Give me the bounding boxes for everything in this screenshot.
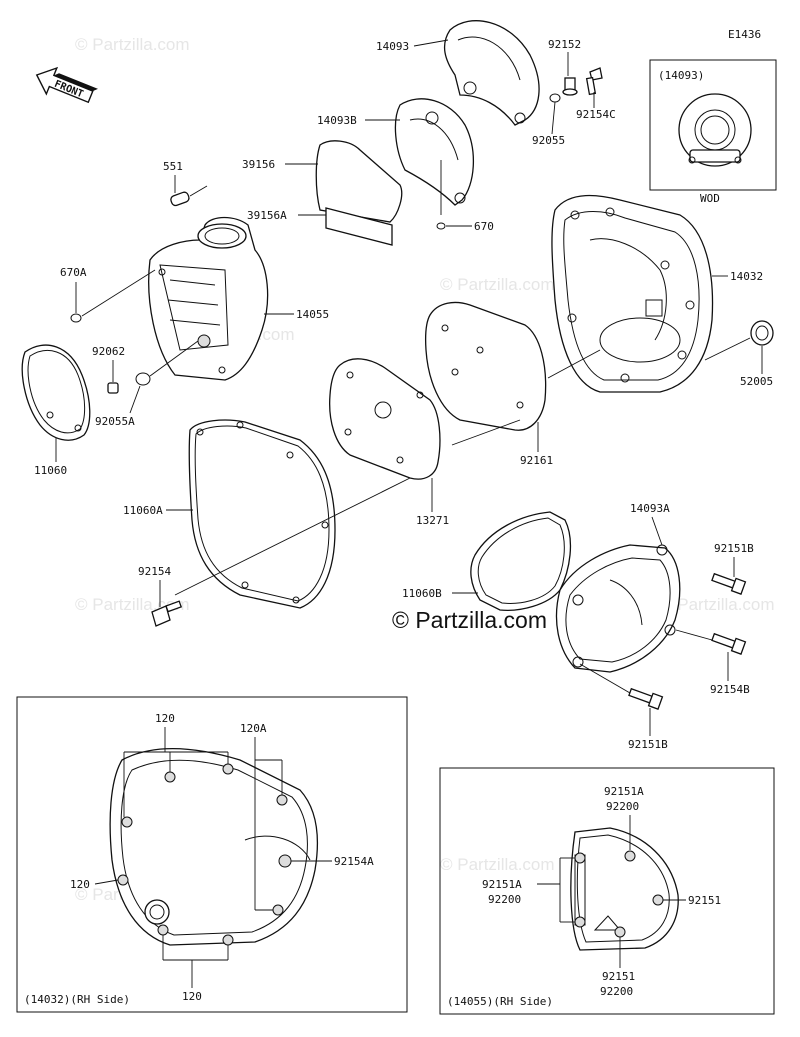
label-11060: 11060 (34, 464, 67, 477)
label-92161: 92161 (520, 454, 553, 467)
part-92154B-bolt (711, 632, 747, 655)
part-11060B-gasket (470, 511, 572, 611)
part-11060A-gasket (188, 419, 336, 609)
part-14093-cover (443, 20, 540, 126)
label-92151A-left: 92151A (482, 878, 522, 891)
label-39156: 39156 (242, 158, 275, 171)
label-92154B: 92154B (710, 683, 750, 696)
inset-rh-14032: 120 120A 92154A 120 120 (14032)(RH Side) (16, 696, 408, 1013)
label-14032: 14032 (730, 270, 763, 283)
inset-rh-14032-caption: (14032)(RH Side) (24, 993, 130, 1006)
part-92154C-bolt (585, 67, 603, 96)
label-14093B: 14093B (317, 114, 357, 127)
part-39156A-plate (325, 207, 393, 246)
watermark: © Partzilla.com (440, 855, 555, 874)
diagram-code: E1436 (728, 28, 761, 41)
part-92154-bolt (151, 600, 183, 627)
label-92151B-bottom: 92151B (628, 738, 668, 751)
part-670-oring (436, 222, 446, 230)
label-39156A: 39156A (247, 209, 287, 222)
label-92154C: 92154C (576, 108, 616, 121)
label-670: 670 (474, 220, 494, 233)
label-670A: 670A (60, 266, 87, 279)
inset-wod-footer: WOD (700, 192, 720, 205)
label-92055: 92055 (532, 134, 565, 147)
label-92152: 92152 (548, 38, 581, 51)
part-92055-washer (549, 93, 561, 103)
label-120-bottom: 120 (182, 990, 202, 1003)
part-92055A-oring (135, 372, 151, 386)
label-120-left: 120 (70, 878, 90, 891)
part-92151B-bolt (711, 572, 747, 595)
label-92154: 92154 (138, 565, 171, 578)
front-arrow-icon: FRONT (35, 66, 98, 104)
part-52005-seal (750, 320, 774, 346)
label-92200-top: 92200 (606, 800, 639, 813)
label-92200-bottom: 92200 (600, 985, 633, 998)
label-14055: 14055 (296, 308, 329, 321)
label-92151B-top: 92151B (714, 542, 754, 555)
part-39156-plate (315, 140, 403, 223)
label-92200-left: 92200 (488, 893, 521, 906)
label-14093: 14093 (376, 40, 409, 53)
part-92151B-bolt (628, 687, 664, 710)
part-670A-oring (70, 313, 82, 323)
label-92151-bottom: 92151 (602, 970, 635, 983)
watermark: © Partzilla.com (440, 275, 555, 294)
inset-rh-14055: 92151A 92200 92151A 92200 92151 92151 92… (439, 767, 775, 1015)
label-120A: 120A (240, 722, 267, 735)
label-13271: 13271 (416, 514, 449, 527)
part-92161-gasket (424, 301, 547, 431)
label-52005: 52005 (740, 375, 773, 388)
inset-wod-header: (14093) (658, 69, 704, 82)
part-92062-dowel (107, 382, 119, 394)
label-14093A: 14093A (630, 502, 670, 515)
watermark: © Partzilla.com (660, 595, 775, 614)
label-92154A: 92154A (334, 855, 374, 868)
inset-wod: (14093) WOD (649, 59, 777, 205)
part-92152-collar (562, 77, 578, 96)
part-11060-gasket (21, 344, 91, 441)
label-92151-right: 92151 (688, 894, 721, 907)
label-92151A-top: 92151A (604, 785, 644, 798)
watermark: © Partzilla.com (75, 35, 190, 54)
label-551: 551 (163, 160, 183, 173)
label-11060B: 11060B (402, 587, 442, 600)
part-13271-plate (329, 358, 441, 480)
part-14093A-cover (555, 544, 681, 673)
part-14093B-cover (394, 98, 474, 206)
part-14055-housing (148, 216, 269, 381)
label-92055A: 92055A (95, 415, 135, 428)
label-11060A: 11060A (123, 504, 163, 517)
label-92062: 92062 (92, 345, 125, 358)
part-551-dowel (170, 191, 190, 207)
label-120-top: 120 (155, 712, 175, 725)
watermark-main: © Partzilla.com (392, 607, 547, 633)
part-14032-cover (551, 194, 714, 393)
inset-rh-14055-caption: (14055)(RH Side) (447, 995, 553, 1008)
